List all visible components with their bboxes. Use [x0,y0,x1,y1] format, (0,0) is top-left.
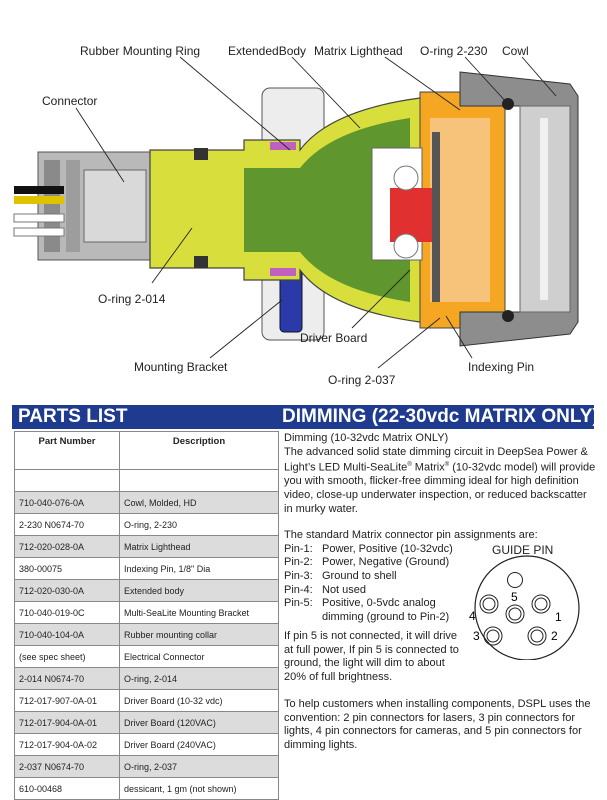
pin-label-3: 3 [473,629,480,643]
part-number-cell: 710-040-076-0A [14,491,120,514]
label-matrix-lighthead: Matrix Lighthead [314,44,403,58]
description-cell: O-ring, 2-037 [119,755,279,778]
pin-assignment: Pin-1:Power, Positive (10-32vdc) [284,542,453,555]
description-cell: Extended body [119,579,279,602]
pin-assignment: Pin-3:Ground to shell [284,570,397,582]
dimming-intro: The advanced solid state dimming circuit… [284,445,596,515]
label-indexing-pin: Indexing Pin [468,360,534,374]
label-oring-2-037: O-ring 2-037 [328,373,396,387]
part-number-cell: 712-017-904-0A-01 [14,711,120,734]
leader-connector [75,107,125,183]
pin-assignment: Pin-4:Not used [284,583,367,596]
part-number-cell: (see spec sheet) [14,645,120,668]
pin-label-2: 2 [551,629,558,643]
pin-1 [531,594,551,614]
leader-indexing-pin [445,315,473,359]
leader-oring-230 [464,56,509,105]
leader-oring-014 [151,227,193,284]
description-cell: Cowl, Molded, HD [119,491,279,514]
dimming-section: Dimming (10-32vdc Matrix ONLY) The advan… [284,432,596,624]
leader-rubber-ring [179,56,291,151]
pin-assignment: Pin-5:Positive, 0-5vdc analog [284,597,436,610]
cutaway-diagram: Rubber Mounting Ring ExtendedBody Matrix… [13,44,579,387]
pin-5 [505,604,525,624]
pin-label-5: 5 [511,590,518,604]
part-number-cell: 710-040-019-0C [14,601,120,624]
leader-matrix-lighthead [384,56,461,111]
pin-assignment: Pin-2:Power, Negative (Ground) [284,556,450,569]
description-cell: Driver Board (10-32 vdc) [119,689,279,712]
label-connector: Connector [42,94,97,108]
part-number-cell: 712-020-030-0A [14,579,120,602]
part-number-cell: 712-017-907-0A-01 [14,689,120,712]
col-description: Description [119,431,279,470]
part-number-cell: 710-040-104-0A [14,623,120,646]
label-extended-body: ExtendedBody [228,44,306,58]
description-cell: Matrix Lighthead [119,535,279,558]
dimming-subtitle: Dimming (10-32vdc Matrix ONLY) [284,432,449,444]
description-cell: Driver Board (120VAC) [119,711,279,734]
label-mounting-bracket: Mounting Bracket [134,360,228,374]
table-row [14,469,279,492]
description-cell: Electrical Connector [119,645,279,668]
col-part-number: Part Number [14,431,120,470]
pin-4 [479,594,499,614]
connector-pin-diagram: 1 2 3 4 5 [469,555,580,660]
description-cell: Indexing Pin, 1/8" Dia [119,557,279,580]
guide-pin-label: GUIDE PIN [492,543,554,557]
label-rubber-mounting-ring: Rubber Mounting Ring [80,44,200,58]
part-number-cell: 380-00075 [14,557,120,580]
pin-assignment-continued: dimming (ground to Pin-2) [322,610,450,623]
part-number-cell: 2-230 N0674-70 [14,513,120,536]
guide-pin [507,572,523,588]
label-oring-2-230: O-ring 2-230 [420,44,488,58]
description-cell: O-ring, 2-230 [119,513,279,536]
pin-3 [483,626,503,646]
extended-body-part [149,97,431,323]
description-cell: Driver Board (240VAC) [119,733,279,756]
connector-convention-note: To help customers when installing compon… [284,698,591,751]
part-number-cell: 2-014 N0674-70 [14,667,120,690]
description-cell: Rubber mounting collar [119,623,279,646]
leader-cowl [521,56,557,97]
dimming-header: DIMMING (22-30vdc MATRIX ONLY) [280,405,599,429]
leader-driver-board [351,269,411,329]
pin-label-4: 4 [469,609,476,623]
leader-extended-body [291,56,361,129]
description-cell: O-ring, 2-014 [119,667,279,690]
description-cell: dessicant, 1 gm (not shown) [119,777,279,800]
leader-oring-037 [377,317,441,369]
description-cell: Multi-SeaLite Mounting Bracket [119,601,279,624]
parts-list-header: PARTS LIST [12,405,280,429]
pin-label-1: 1 [555,610,562,624]
label-driver-board: Driver Board [300,331,367,345]
part-number-cell: 2-037 N0674-70 [14,755,120,778]
connector-face [474,555,580,660]
pins-intro: The standard Matrix connector pin assign… [284,529,538,542]
label-cowl: Cowl [502,44,529,58]
label-oring-2-014: O-ring 2-014 [98,292,166,306]
leader-mounting-bracket [209,299,283,359]
pin5-note: If pin 5 is not connected, it will drive… [284,630,459,683]
part-number-cell: 610-00468 [14,777,120,800]
cowl-part [459,71,579,347]
table-row: (see spec sheet)Electrical Connector [14,645,279,668]
pin-2 [527,626,547,646]
part-number-cell: 712-017-904-0A-02 [14,733,120,756]
part-number-cell: 712-020-028-0A [14,535,120,558]
